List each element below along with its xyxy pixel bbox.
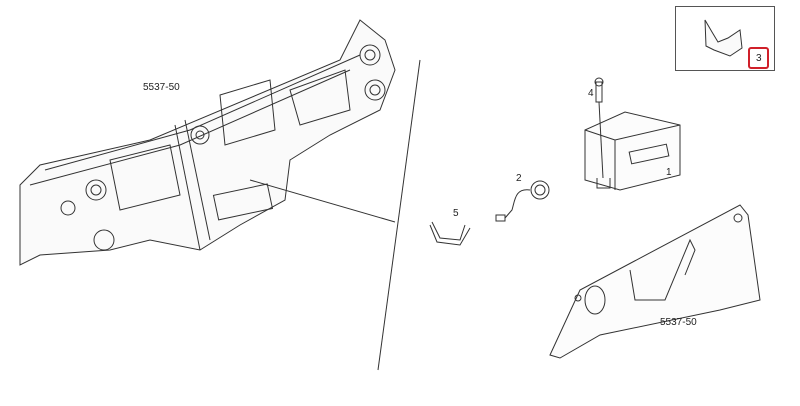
callout-part-5[interactable]: 5 <box>453 208 459 219</box>
callout-part-4[interactable]: 4 <box>588 88 594 99</box>
glovebox-drawing <box>549 204 761 359</box>
highlight-box <box>748 47 769 69</box>
callout-part-1[interactable]: 1 <box>666 167 672 178</box>
wire-harness-drawing <box>429 180 550 246</box>
callout-part-2[interactable]: 2 <box>516 173 522 184</box>
bracket-drawing <box>704 19 743 57</box>
inset-frame <box>675 6 775 71</box>
callout-part-3[interactable]: 3 <box>756 53 762 64</box>
dashboard-panel-drawing <box>19 19 396 266</box>
separator-line <box>377 59 421 371</box>
callout-dashboard[interactable]: 5537-50 <box>143 82 180 93</box>
callout-glovebox[interactable]: 5537-50 <box>660 317 697 328</box>
control-unit-drawing <box>584 77 681 191</box>
